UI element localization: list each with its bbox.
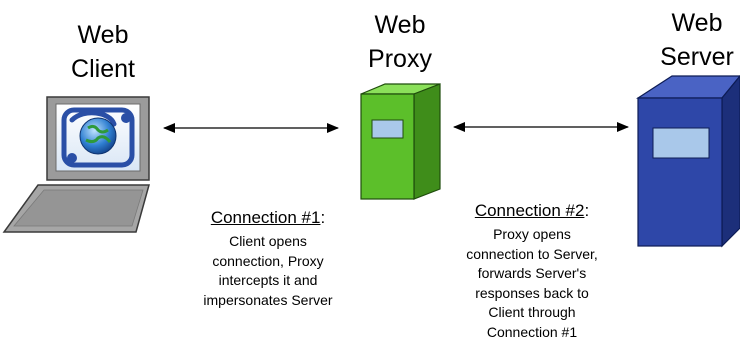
connection-1-line: connection, Proxy (212, 252, 324, 269)
connection-2-line: responses back to (475, 284, 589, 301)
web-server-title-line2: Server (660, 43, 734, 71)
web-client-title-line2: Client (71, 55, 135, 83)
globe-logo-icon (61, 107, 135, 168)
connection-1-heading-colon: : (320, 208, 326, 227)
web-proxy-title-line2: Proxy (368, 45, 432, 73)
web-client-title-line1: Web (77, 21, 129, 49)
web-proxy-title-line1: Web (374, 11, 426, 39)
connection-1-line: intercepts it and (218, 272, 318, 288)
connection-2-body: Proxy opens connection to Server, forwar… (432, 225, 632, 342)
connection-2-line: Connection #1 (486, 323, 578, 340)
proxy-tower-icon (360, 83, 441, 200)
connection-1-line: impersonates Server (203, 291, 333, 308)
web-server-title-line1: Web (671, 9, 723, 37)
web-client-title: Web Client (48, 18, 158, 86)
connection-2-line: connection to Server, (466, 245, 598, 262)
connection-2-heading-colon: : (584, 201, 590, 220)
connection-2-heading-row: Connection #2: (432, 200, 632, 222)
server-tower-icon (635, 75, 740, 248)
connection-2-line: forwards Server's (477, 265, 587, 281)
connection-2-line: Client through (488, 304, 576, 320)
web-proxy-title: Web Proxy (345, 8, 455, 76)
connection-1-heading: Connection #1 (210, 208, 321, 227)
connection-1-body: Client opens connection, Proxy intercept… (168, 232, 368, 310)
connection-1-description: Connection #1: Client opens connection, … (168, 207, 368, 310)
connection-2-heading: Connection #2 (474, 201, 585, 220)
connection-2-description: Connection #2: Proxy opens connection to… (432, 200, 632, 342)
connection-1-line: Client opens (229, 233, 307, 249)
connection-2-line: Proxy opens (493, 226, 571, 242)
connection-1-heading-row: Connection #1: (168, 207, 368, 229)
web-server-title: Web Server (642, 6, 740, 74)
